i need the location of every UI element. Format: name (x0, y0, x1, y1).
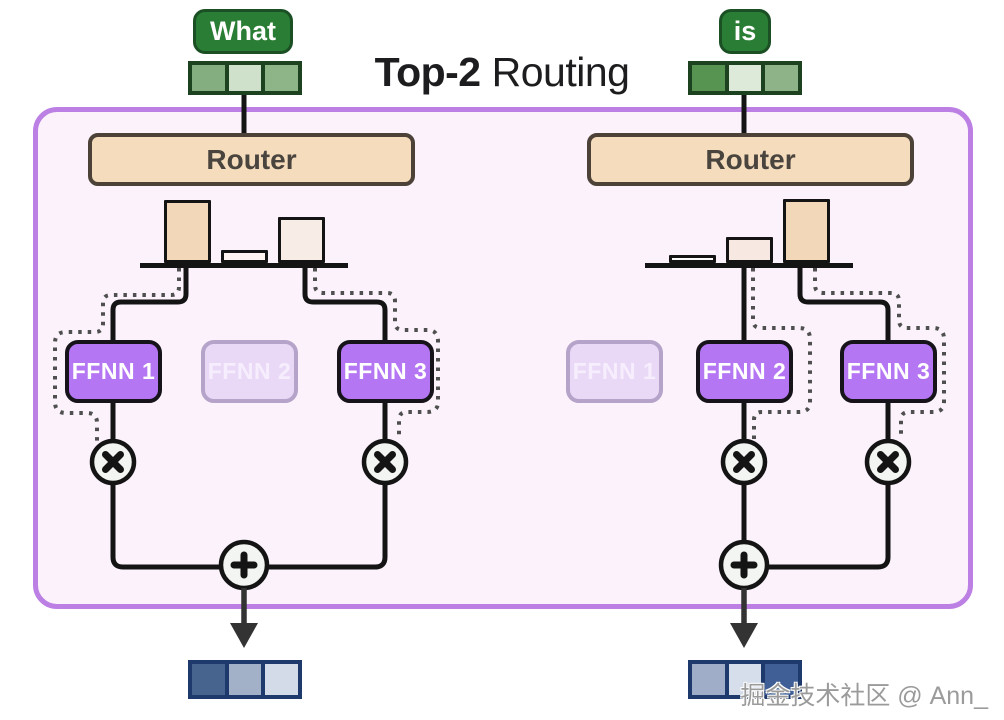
embedding-cell (192, 65, 229, 91)
token-label-what: What (193, 9, 293, 54)
embedding-cell (692, 65, 729, 91)
router-weight-bar (668, 255, 716, 263)
expert-left-ffnn3: FFNN 3 (337, 340, 434, 403)
router-weight-bar (277, 217, 325, 263)
router-box-left: Router (88, 133, 415, 186)
output-embedding-right (688, 660, 802, 699)
title-regular-text: Routing (491, 49, 630, 95)
token-embedding-is (688, 61, 802, 95)
output-embedding-left (188, 660, 302, 699)
router-weight-bar (782, 199, 830, 263)
router-weight-bar (725, 237, 773, 263)
token-embedding-what (188, 61, 302, 95)
expert-right-ffnn1: FFNN 1 (566, 340, 663, 403)
expert-left-ffnn2: FFNN 2 (201, 340, 298, 403)
router-weight-bars (645, 196, 853, 263)
expert-right-ffnn3: FFNN 3 (840, 340, 937, 403)
token-label-is: is (719, 9, 771, 54)
embedding-cell (228, 664, 266, 695)
embedding-cell (765, 65, 799, 91)
router-box-right: Router (587, 133, 914, 186)
embedding-cell (728, 65, 766, 91)
embedding-cell (765, 664, 799, 695)
embedding-cell (228, 65, 266, 91)
router-weight-bar (163, 200, 211, 263)
embedding-cell (692, 664, 729, 695)
embedding-cell (265, 65, 299, 91)
router-weight-bar (220, 250, 268, 263)
expert-left-ffnn1: FFNN 1 (65, 340, 162, 403)
embedding-cell (728, 664, 766, 695)
router-weight-bars (140, 196, 348, 263)
embedding-cell (192, 664, 229, 695)
router-weights-chart-right (645, 196, 853, 268)
embedding-cell (265, 664, 299, 695)
title-bold-text: Top-2 (374, 49, 482, 95)
watermark-text: 掘金技术社区 @ Ann_ (740, 682, 988, 710)
router-weights-chart-left (140, 196, 348, 268)
expert-right-ffnn2: FFNN 2 (696, 340, 793, 403)
